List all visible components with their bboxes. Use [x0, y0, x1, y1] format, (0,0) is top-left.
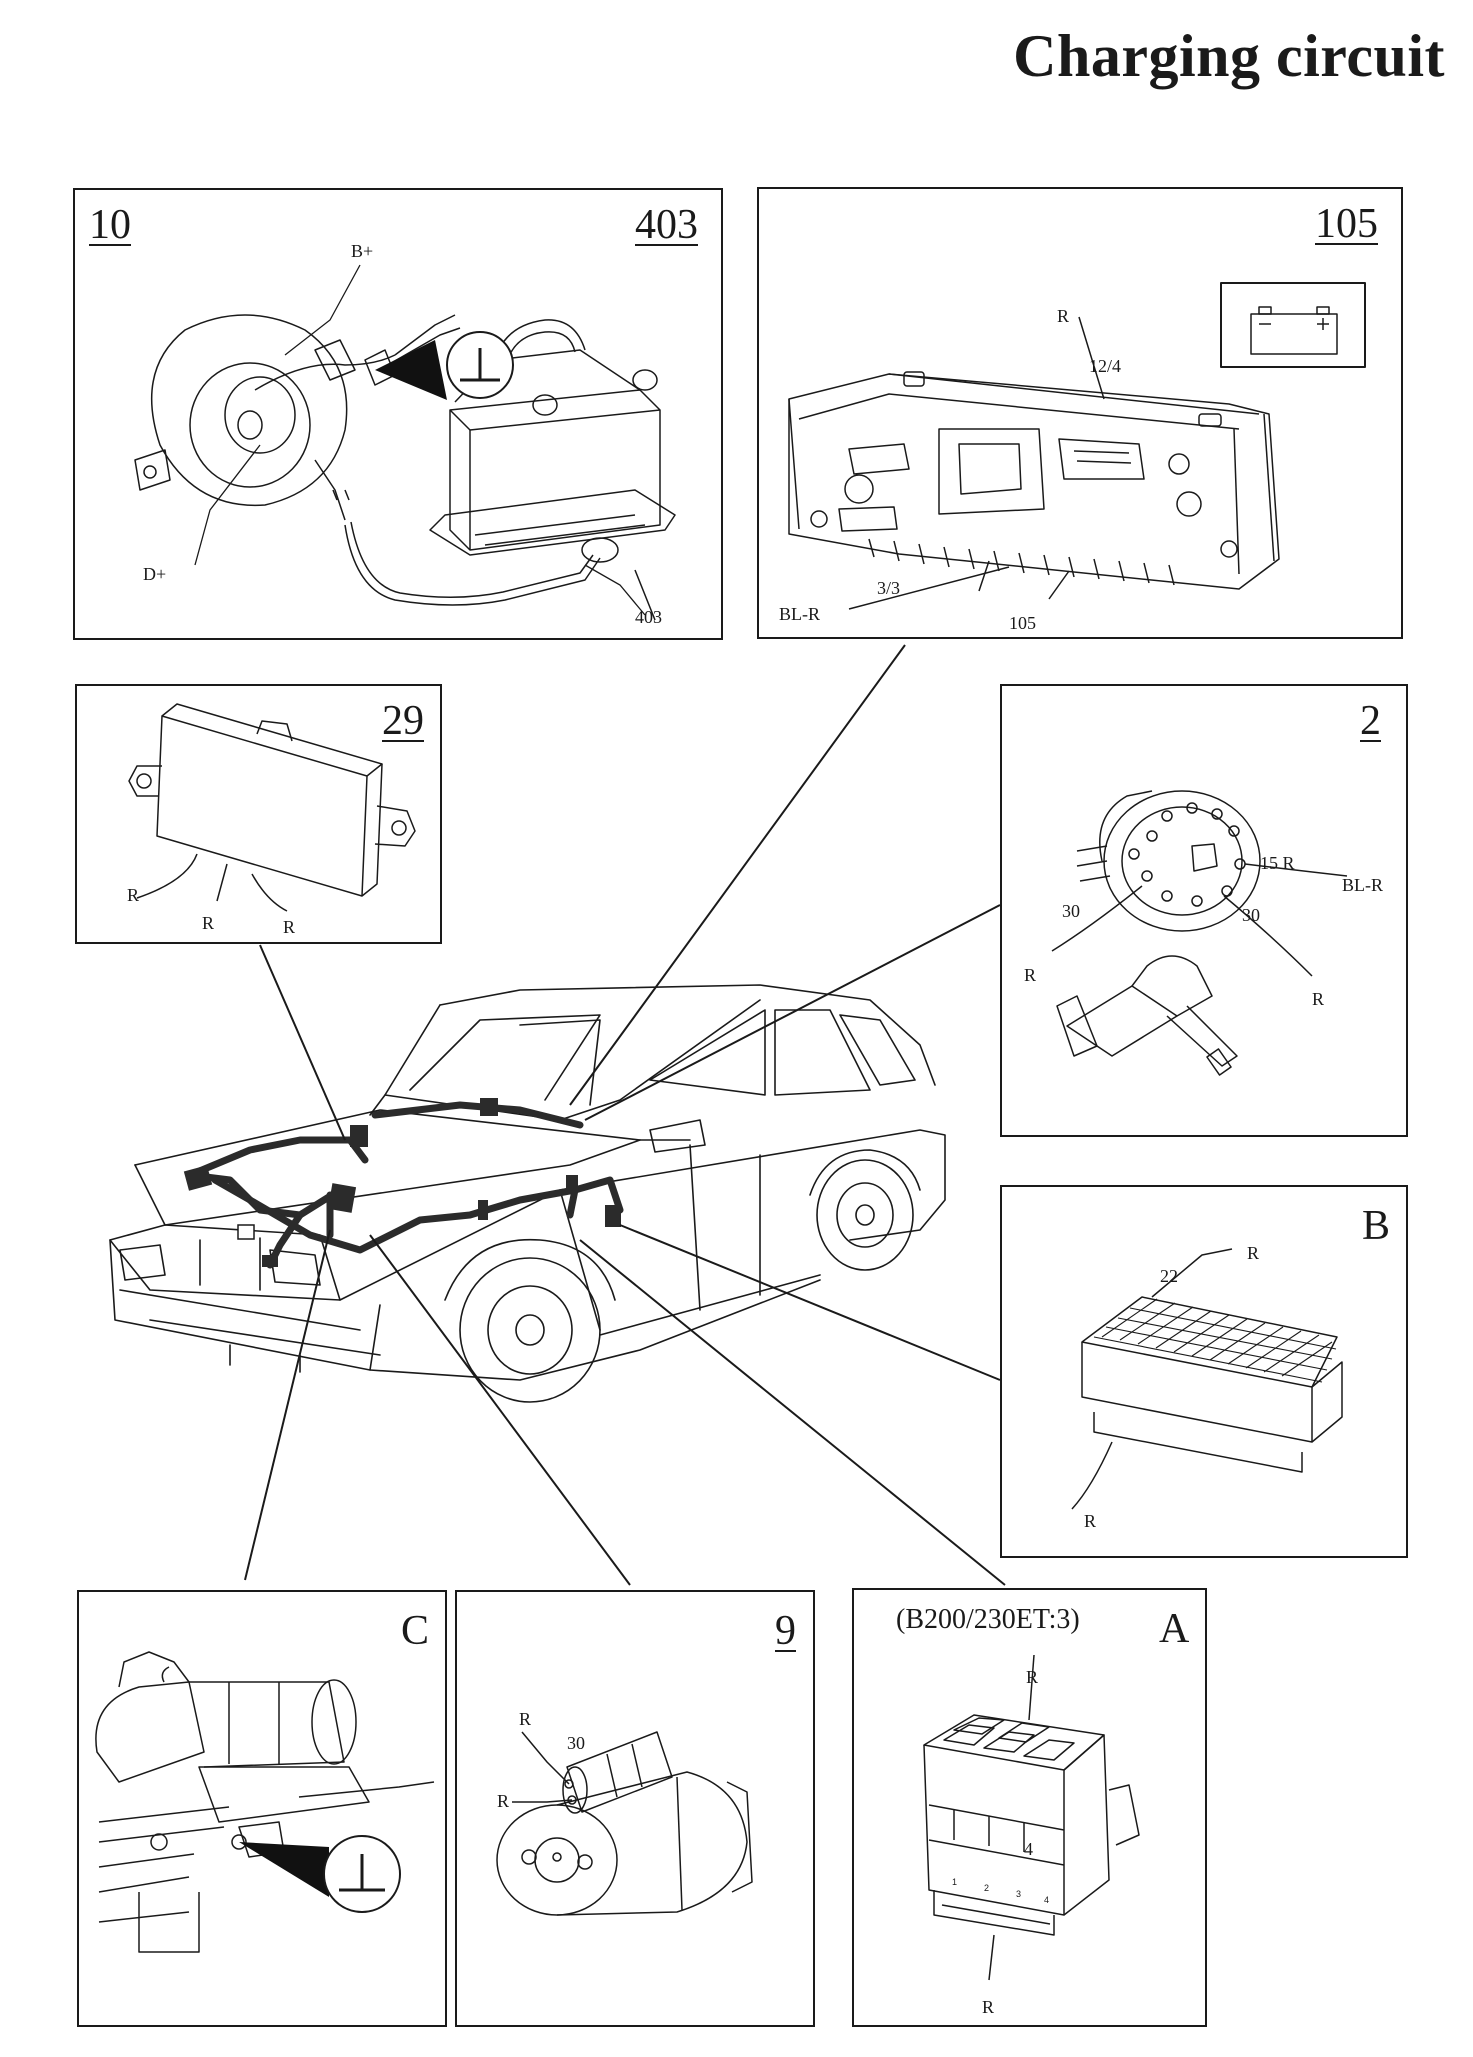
svg-text:3: 3 [1016, 1889, 1021, 1899]
label-pin-22: 22 [1160, 1266, 1178, 1286]
panel-connector-a: 1 2 3 4 (B200/230ET:3) A R 4 R [852, 1588, 1207, 2027]
panel-starter-motor: 9 R 30 R [455, 1590, 815, 2027]
panel-alternator-battery: 10 403 B+ D+ 403 [73, 188, 723, 640]
ground-icon [460, 348, 500, 382]
alternator-battery-drawing [134, 264, 676, 621]
label-r-right: R [1312, 989, 1325, 1009]
panel-number-29: 29 [382, 698, 424, 744]
label-pin-4: 4 [1024, 1839, 1033, 1859]
alternator-body [150, 314, 348, 507]
label-r-top: R [1247, 1243, 1260, 1263]
connector-c-drawing [95, 1651, 435, 1953]
panel-number-403: 403 [635, 202, 698, 248]
label-pin-30-right: 30 [1242, 905, 1260, 925]
starter-motor-drawing [496, 1731, 753, 1916]
label-r-3: R [283, 917, 296, 937]
label-wire-r: R [1057, 306, 1070, 326]
label-r-1: R [127, 885, 140, 905]
panel-connector-c: C [77, 1590, 447, 2027]
page-title: Charging circuit [1013, 23, 1445, 89]
label-r-left: R [1024, 965, 1037, 985]
label-r-bottom: R [1084, 1511, 1097, 1531]
label-r-top: R [1026, 1667, 1039, 1687]
control-unit-drawing [128, 703, 416, 912]
label-b-plus: B+ [351, 241, 374, 261]
label-r-mid: R [497, 1791, 510, 1811]
label-ground-ref-403: 403 [635, 607, 662, 627]
label-d-plus: D+ [143, 564, 167, 584]
connector-a-drawing: 1 2 3 4 [923, 1654, 1140, 1981]
label-pin-30: 30 [567, 1733, 585, 1753]
instrument-cluster-drawing [788, 282, 1366, 610]
panel-connector-b: B 22 R R [1000, 1185, 1408, 1558]
panel-ignition-switch: 2 15 R BL-R 30 30 R R [1000, 684, 1408, 1137]
label-pin-15r: 15 R [1260, 853, 1295, 873]
label-r-2: R [202, 913, 215, 933]
panel-number-105: 105 [1315, 201, 1378, 247]
panel-letter-c: C [401, 1608, 430, 1654]
label-pin-30-left: 30 [1062, 901, 1080, 921]
ground-icon [339, 1854, 385, 1892]
panel-letter-b: B [1362, 1203, 1391, 1249]
panel-number-9: 9 [775, 1608, 796, 1654]
panel-control-unit: 29 R R R [75, 684, 442, 944]
label-wire-bl-r: BL-R [779, 604, 821, 624]
svg-text:2: 2 [984, 1883, 989, 1893]
panel-number-2: 2 [1360, 698, 1381, 744]
label-r-bottom: R [982, 1997, 995, 2017]
variant-label: (B200/230ET:3) [896, 1604, 1080, 1635]
panel-number-10: 10 [89, 202, 131, 248]
panel-letter-a: A [1159, 1606, 1190, 1652]
panel-instrument-cluster: 105 R 12/4 3/3 BL-R 105 [757, 187, 1403, 639]
svg-text:1: 1 [952, 1877, 957, 1887]
label-r-top: R [519, 1709, 532, 1729]
label-pin-3-3: 3/3 [877, 578, 901, 598]
label-pin-12-4: 12/4 [1089, 356, 1122, 376]
svg-text:4: 4 [1044, 1895, 1049, 1905]
ignition-switch-drawing [1051, 790, 1348, 1076]
battery-icon [1250, 306, 1338, 355]
label-ref-105: 105 [1009, 613, 1036, 633]
label-wire-bl-r: BL-R [1342, 875, 1384, 895]
connector-b-drawing [1071, 1248, 1343, 1510]
